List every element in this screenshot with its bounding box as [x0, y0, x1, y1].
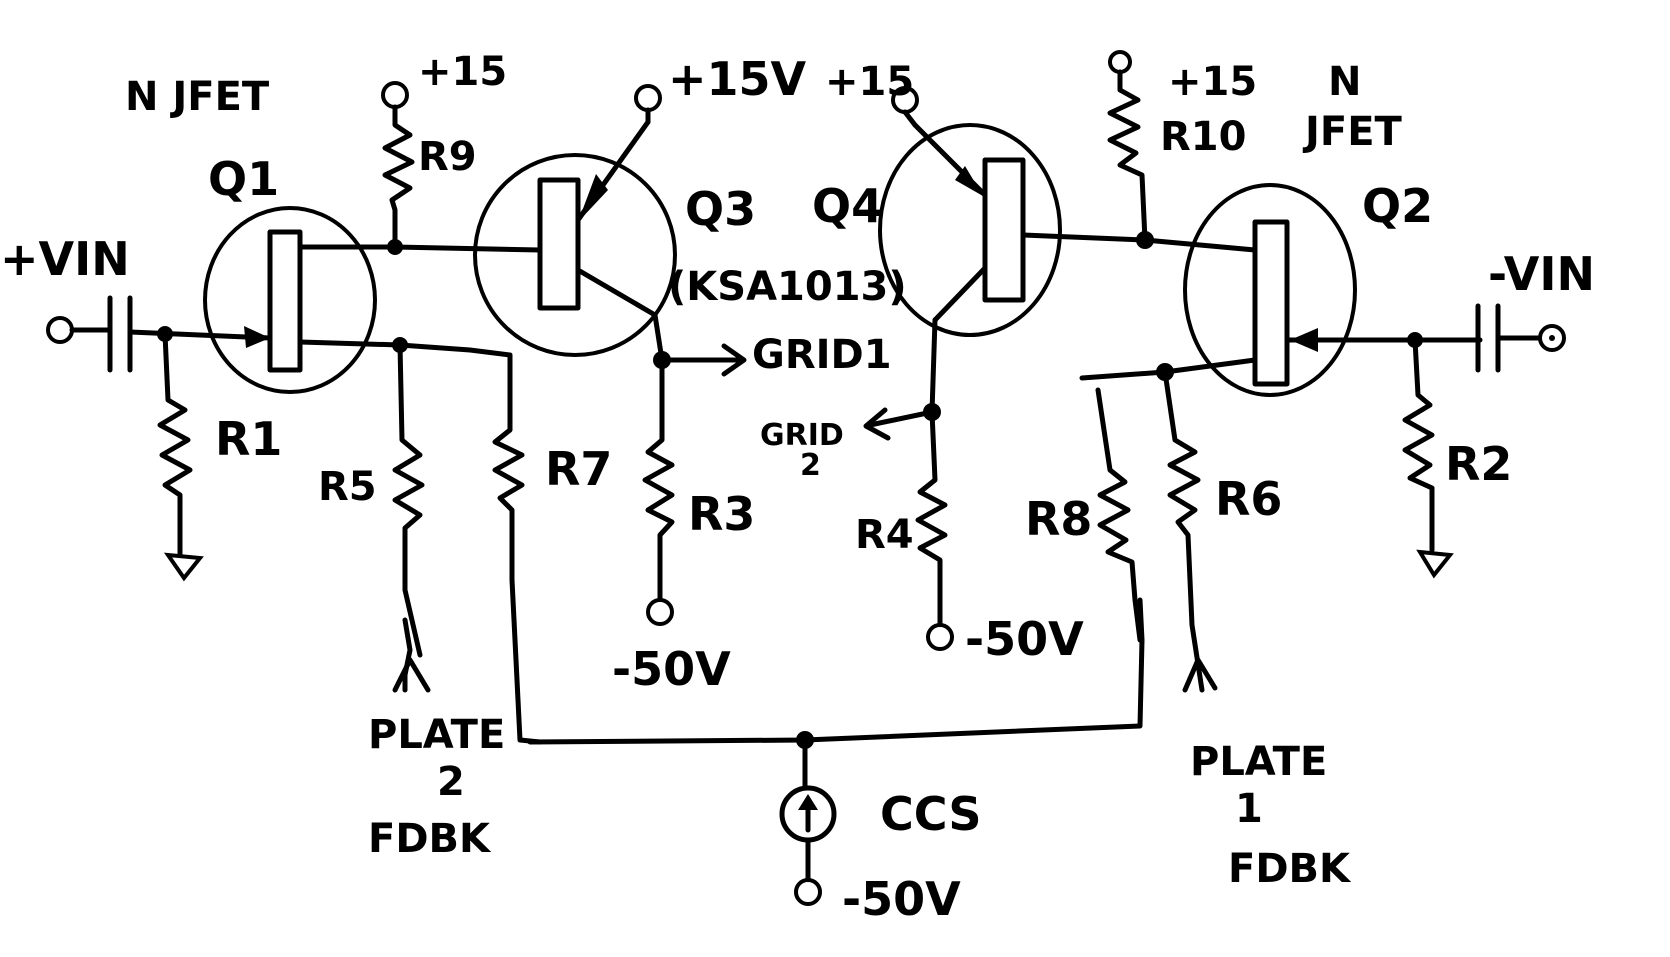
grid1-label: GRID1: [752, 332, 892, 378]
r5-label: R5: [318, 464, 377, 510]
r4-label: R4: [855, 512, 914, 558]
q3-label: Q3: [685, 182, 756, 236]
plate1-fdbk-label: FDBK: [1228, 846, 1352, 892]
plate2-fdbk-label: FDBK: [368, 816, 492, 862]
neg50-bottom-label: -50V: [842, 872, 961, 926]
r10-label: R10: [1160, 114, 1246, 160]
r3-label: R3: [688, 487, 755, 541]
r2-label: R2: [1445, 437, 1512, 491]
r8-label: R8: [1025, 492, 1092, 546]
current-source-ccs: [779, 737, 837, 906]
vin-neg-label: -VIN: [1488, 247, 1595, 301]
resistor-r6: [1162, 369, 1218, 693]
neg50-mid-label: -50V: [965, 612, 1084, 666]
q3-supply-label: +15V: [668, 52, 807, 106]
vin-pos-terminal: [46, 316, 74, 344]
q2-supply-label: +15: [1168, 59, 1257, 105]
vin-neg-input: [1284, 303, 1566, 373]
q1-type-label: N JFET: [125, 74, 270, 120]
r1-label: R1: [215, 412, 282, 466]
resistor-r8: [1095, 387, 1143, 643]
resistor-r4: [915, 317, 954, 651]
transistor-q2: [1162, 183, 1357, 397]
r7-label: R7: [545, 442, 612, 496]
plate2-label: PLATE: [368, 712, 505, 758]
plate2-number: 2: [437, 759, 465, 805]
q2-type-label-2: JFET: [1302, 109, 1403, 155]
resistor-r10: [1107, 50, 1154, 249]
neg50-left-label: -50V: [612, 642, 731, 696]
r6-label: R6: [1215, 472, 1282, 526]
resistor-r1: [157, 331, 204, 582]
resistor-r7: [397, 342, 543, 745]
q4-supply-label: +15: [825, 59, 914, 105]
q2-label: Q2: [1362, 179, 1433, 233]
grid2-label: GRID: [760, 418, 844, 453]
resistor-r3: [642, 312, 675, 626]
q3-part-label: (KSA1013): [668, 264, 907, 310]
resistor-r9: [381, 81, 415, 255]
vin-pos-label: +VIN: [0, 232, 130, 286]
q1-label: Q1: [208, 152, 279, 206]
r9-label: R9: [418, 134, 477, 180]
transistor-q4: [878, 122, 1148, 337]
ground-icon: [163, 552, 204, 582]
ccs-label: CCS: [880, 787, 982, 841]
resistor-r2: [1402, 337, 1454, 579]
resistor-r5: [392, 342, 431, 693]
plate1-label: PLATE: [1190, 739, 1327, 785]
transistor-q3: [473, 119, 677, 357]
q1-supply-label: +15: [418, 49, 507, 95]
plate1-number: 1: [1235, 786, 1263, 832]
q2-type-label: N: [1328, 59, 1361, 105]
transistor-q1: [203, 206, 403, 394]
q4-label: Q4: [812, 179, 883, 233]
vin-pos-input: [46, 295, 273, 373]
grid2-number: 2: [800, 448, 821, 483]
